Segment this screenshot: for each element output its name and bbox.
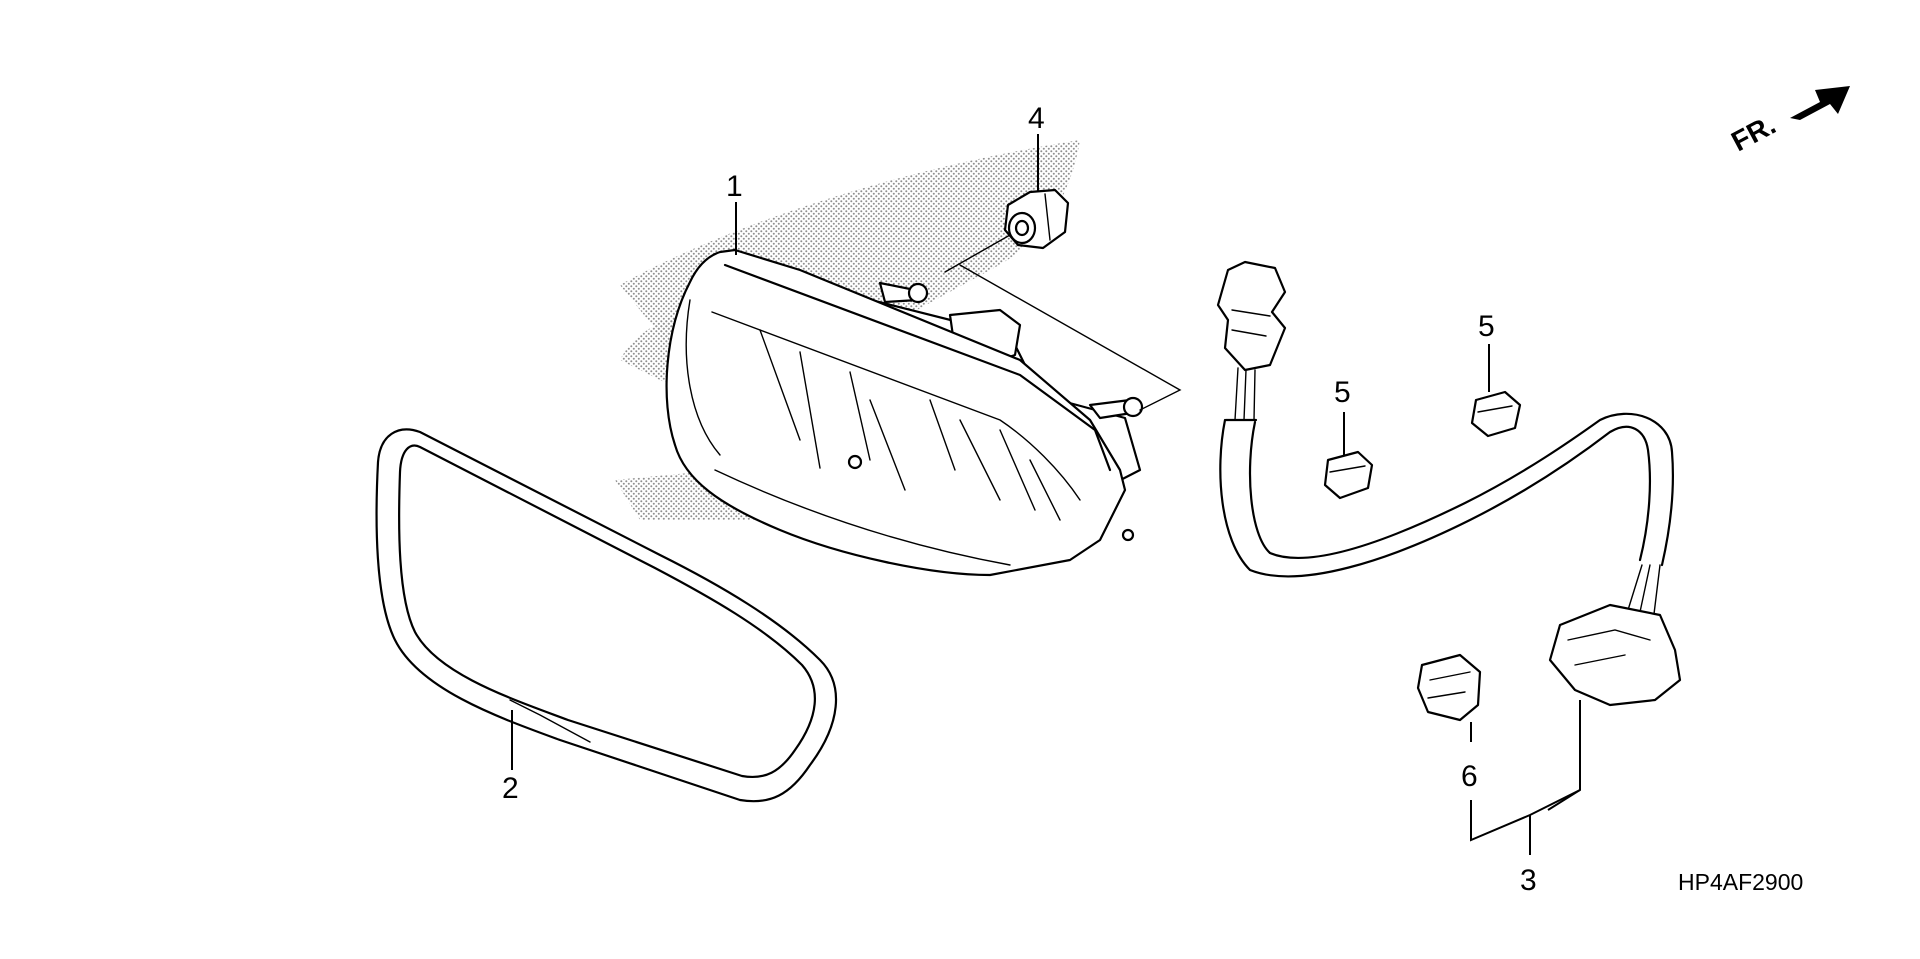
callout-part-2: 2: [502, 772, 519, 805]
grommet-mount-leader-2: [959, 264, 1182, 411]
diagram-code: HP4AF2900: [1678, 869, 1803, 895]
grommet-mount-leader: [944, 234, 1011, 273]
callout-part-3: 3: [1520, 864, 1537, 897]
wire-harness[interactable]: [1216, 260, 1682, 707]
harness-clip-2[interactable]: [1470, 390, 1522, 438]
leader-lines: [511, 134, 1581, 855]
front-direction-indicator: FR.: [1726, 86, 1850, 157]
connector-cover[interactable]: [1416, 653, 1482, 722]
arrow-right-icon: [1790, 86, 1850, 120]
callout-part-5-right: 5: [1478, 310, 1495, 343]
callout-part-6: 6: [1461, 760, 1478, 793]
direction-label: FR.: [1726, 109, 1780, 158]
headlight-assembly[interactable]: [665, 248, 1144, 577]
harness-clip-1[interactable]: [1323, 450, 1374, 500]
callout-part-5-left: 5: [1334, 376, 1351, 409]
headlight-rim-gasket[interactable]: [375, 428, 838, 803]
callout-part-1: 1: [726, 170, 743, 203]
callout-part-4: 4: [1028, 102, 1045, 135]
